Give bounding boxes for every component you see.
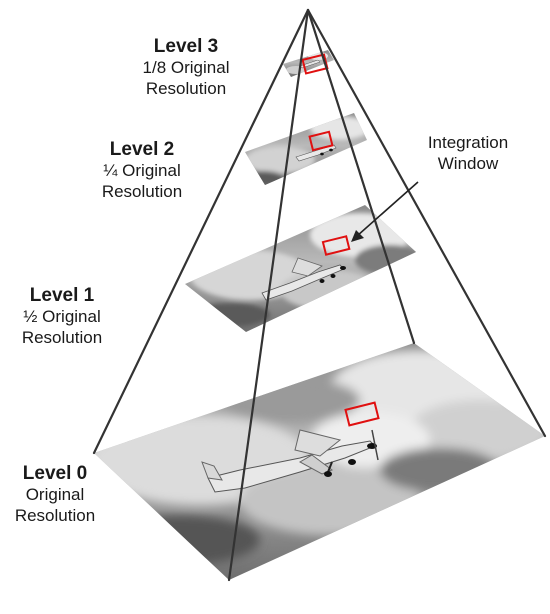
level-2-fraction: ¼ bbox=[103, 161, 118, 181]
level-0-title: Level 0 bbox=[22, 463, 88, 484]
level-1-line2: Resolution bbox=[21, 327, 103, 347]
level-3-title: Level 3 bbox=[153, 36, 219, 57]
level-2-line2: Resolution bbox=[101, 181, 183, 201]
integration-window-callout: Integration Window bbox=[408, 133, 528, 174]
level-3-line1: Original bbox=[170, 58, 230, 78]
level-2-image bbox=[245, 113, 367, 185]
pyramid-edges bbox=[92, 8, 547, 582]
level-1-fraction: ½ bbox=[23, 307, 38, 327]
level-3-fraction-line: 1/8 Original bbox=[126, 58, 246, 79]
level-3-label: Level 3 1/8 Original Resolution bbox=[126, 35, 246, 100]
level-1-image bbox=[185, 205, 416, 332]
level-0-image bbox=[94, 343, 545, 580]
level-2-line1: Original bbox=[122, 161, 181, 181]
level-1-title: Level 1 bbox=[29, 285, 95, 306]
integration-window-level-2 bbox=[308, 130, 334, 152]
callout-line1: Integration bbox=[427, 133, 509, 152]
level-1-fraction-line: ½ Original bbox=[2, 307, 122, 328]
callout-line2: Window bbox=[437, 153, 499, 173]
integration-window-arrow bbox=[351, 181, 419, 242]
level-1-line1: Original bbox=[42, 307, 101, 327]
level-3-fraction: 1/8 bbox=[142, 58, 167, 78]
level-2-fraction-line: ¼ Original bbox=[82, 161, 202, 182]
level-3-line2: Resolution bbox=[145, 78, 227, 98]
level-2-title: Level 2 bbox=[109, 139, 175, 160]
level-3-image bbox=[283, 50, 334, 77]
airplane-level-2 bbox=[295, 144, 337, 162]
level-0-label: Level 0 Original Resolution bbox=[0, 462, 110, 527]
integration-window-level-1 bbox=[321, 235, 351, 256]
level-0-line2: Resolution bbox=[14, 505, 96, 525]
airplane-level-0 bbox=[201, 429, 379, 493]
integration-window-level-3 bbox=[301, 53, 329, 75]
airplane-level-1 bbox=[261, 257, 346, 301]
integration-window-level-0 bbox=[344, 401, 380, 427]
level-2-label: Level 2 ¼ Original Resolution bbox=[82, 138, 202, 203]
level-1-label: Level 1 ½ Original Resolution bbox=[2, 284, 122, 349]
level-0-line1: Original bbox=[25, 485, 85, 505]
